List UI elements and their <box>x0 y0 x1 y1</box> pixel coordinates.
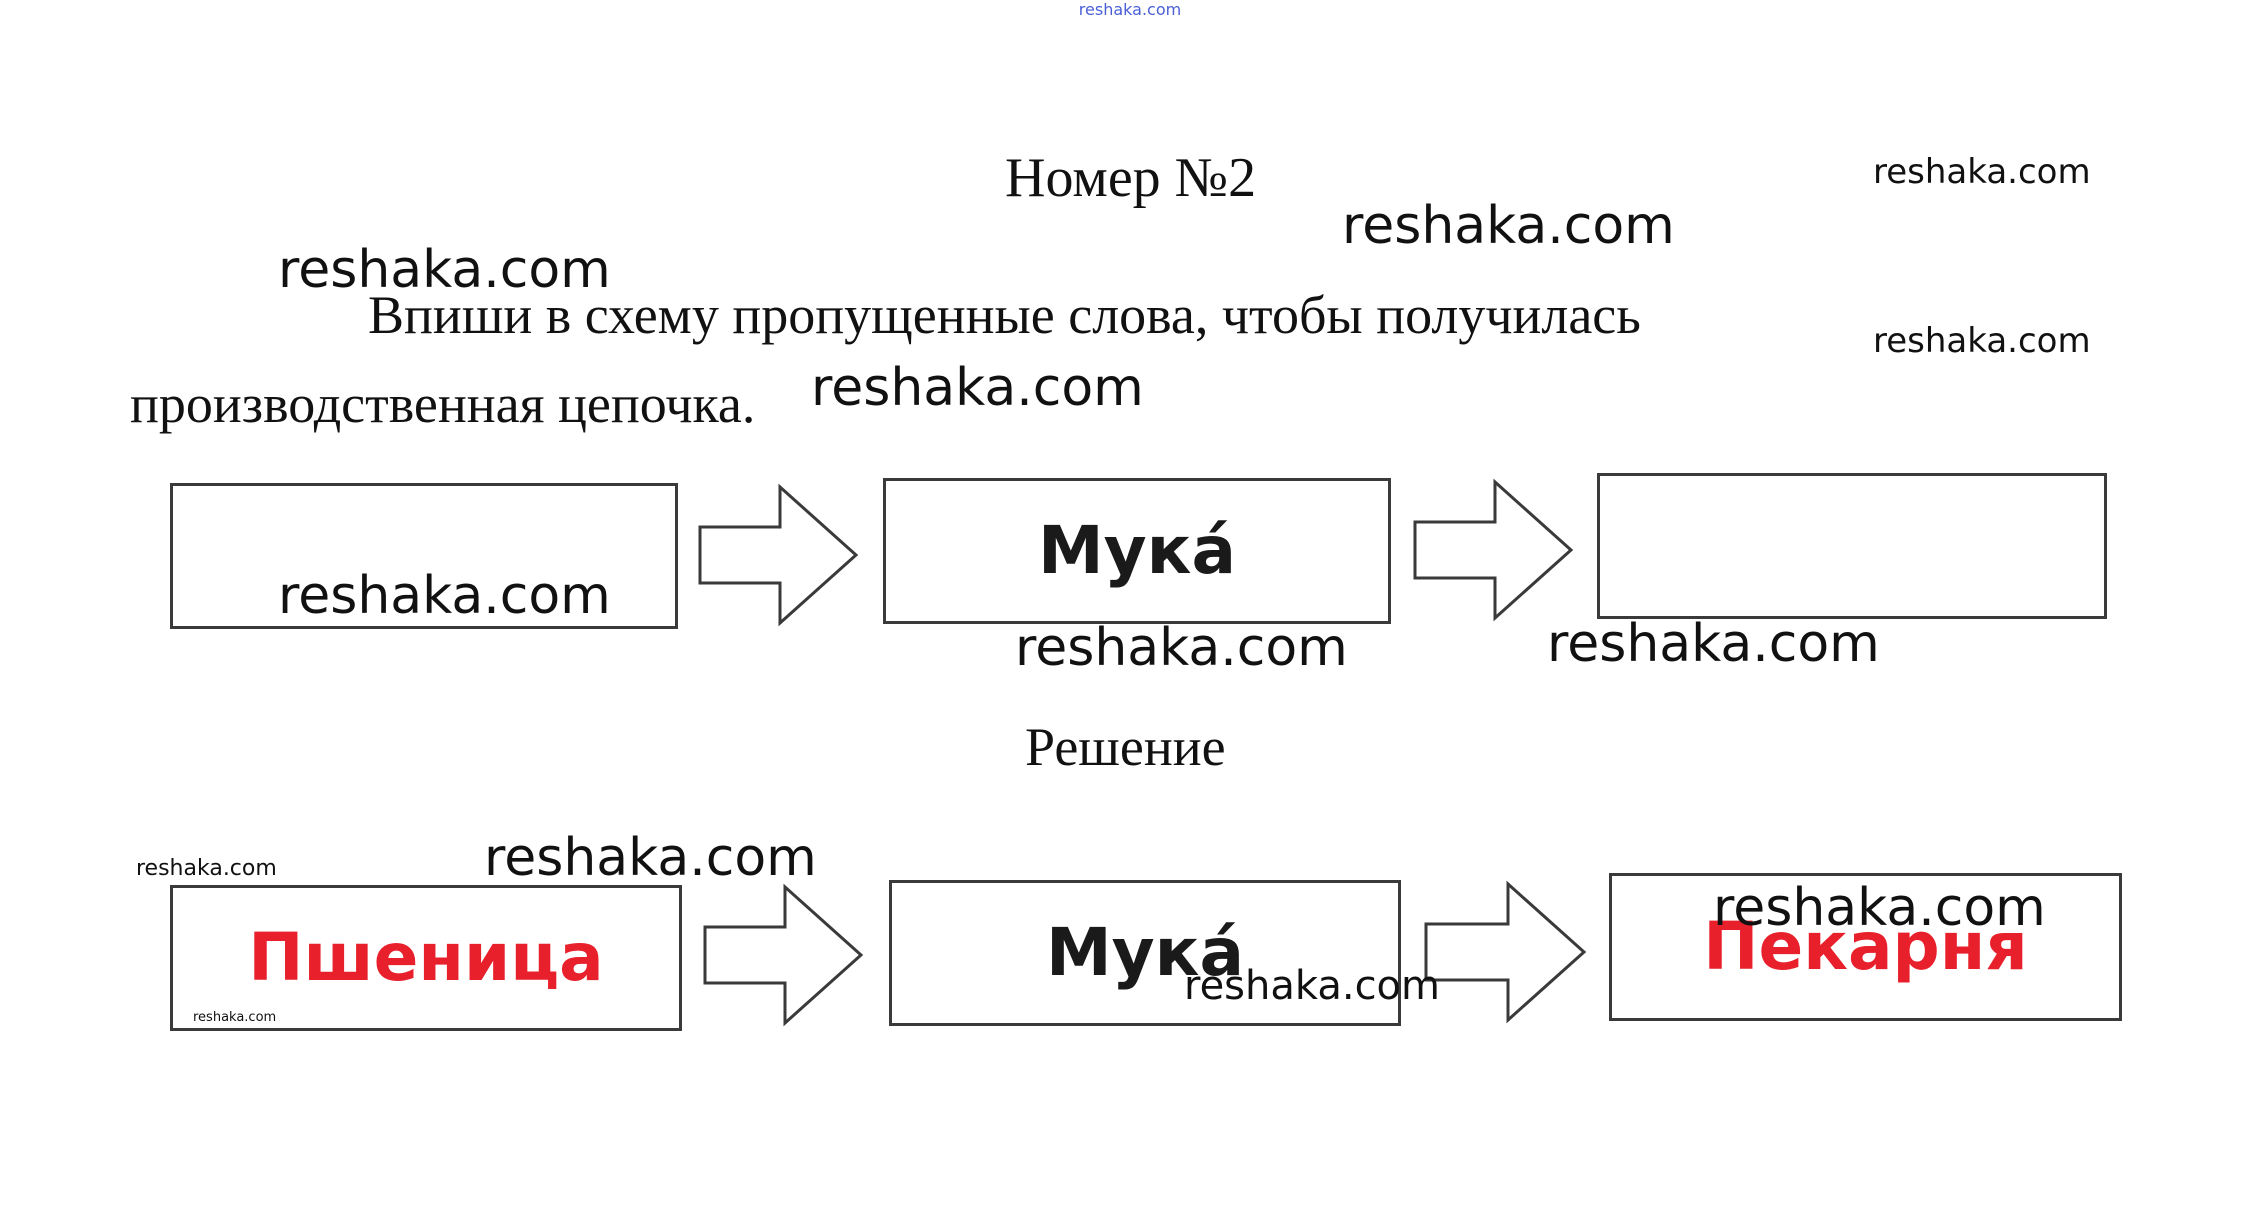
watermark: reshaka.com <box>1015 618 1348 678</box>
watermark: reshaka.com <box>1547 614 1880 674</box>
arrow-right-icon <box>703 883 864 1027</box>
watermark: reshaka.com <box>484 828 817 888</box>
watermark: reshaka.com <box>193 1010 277 1025</box>
task-box-empty-1 <box>170 483 678 629</box>
watermark: reshaka.com <box>811 358 1144 418</box>
watermark: reshaka.com <box>1713 878 2046 938</box>
watermark: reshaka.com <box>1184 963 1440 1009</box>
watermark: reshaka.com <box>1873 152 2091 192</box>
task-text-line-2: производственная цепочка. <box>130 374 756 434</box>
header-site-link[interactable]: reshaka.com <box>1078 0 1182 19</box>
watermark: reshaka.com <box>1342 196 1675 256</box>
watermark: reshaka.com <box>1873 321 2091 361</box>
watermark: reshaka.com <box>278 240 611 300</box>
task-box-label-2: Мука́ <box>1037 512 1237 589</box>
solution-box-wheat: Пшеница <box>170 885 682 1031</box>
solution-box-bakery: Пекарня <box>1609 873 2122 1021</box>
task-box-empty-3 <box>1597 473 2107 619</box>
arrow-right-icon <box>698 483 859 627</box>
page-title: Номер №2 <box>1005 147 1257 209</box>
solution-box-label-2: Мука́ <box>1045 914 1245 991</box>
task-text-line-1: Впиши в схему пропущенные слова, чтобы п… <box>368 285 1641 345</box>
solution-box-label-1: Пшеница <box>248 919 604 996</box>
watermark: reshaka.com <box>278 566 611 626</box>
solution-title: Решение <box>1025 717 1226 777</box>
arrow-right-icon <box>1424 880 1587 1024</box>
solution-box-flour: Мука́ <box>889 880 1401 1026</box>
solution-box-label-3: Пекарня <box>1703 908 2028 985</box>
arrow-right-icon <box>1413 478 1574 622</box>
task-box-flour: Мука́ <box>883 478 1391 624</box>
watermark: reshaka.com <box>136 856 277 881</box>
